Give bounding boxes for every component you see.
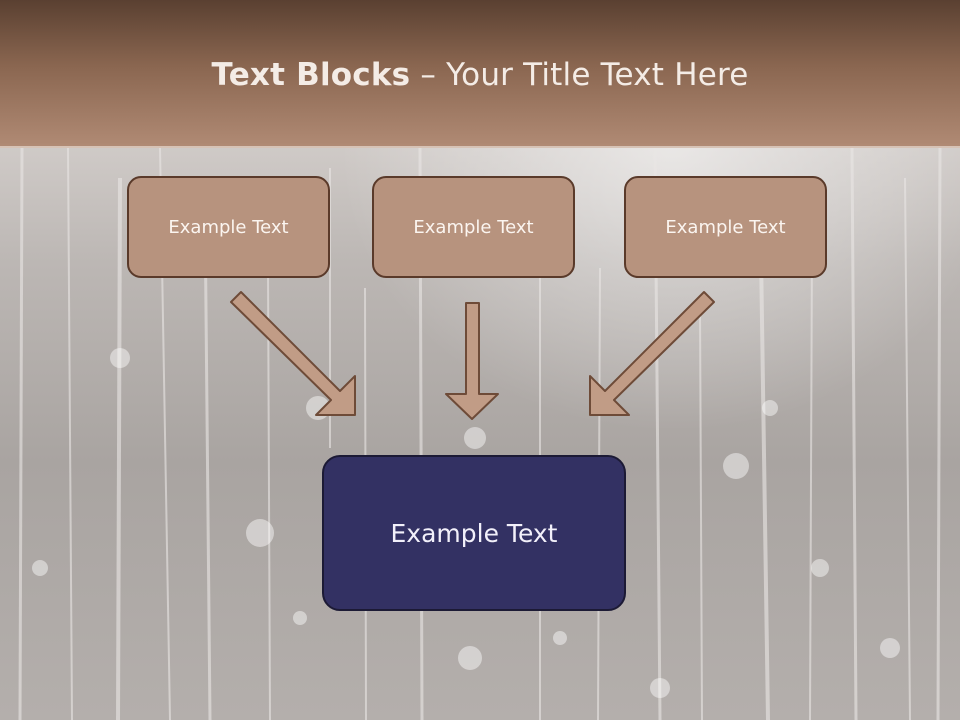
- slide-title: Text Blocks – Your Title Text Here: [0, 55, 960, 95]
- text-block-right[interactable]: Example Text: [624, 176, 827, 278]
- text-block-left[interactable]: Example Text: [127, 176, 330, 278]
- arrow-right-icon: [589, 291, 715, 416]
- title-rest-text: – Your Title Text Here: [410, 57, 749, 93]
- arrow-left-icon: [230, 291, 356, 416]
- text-block-center[interactable]: Example Text: [372, 176, 575, 278]
- title-bar: Text Blocks – Your Title Text Here: [0, 0, 960, 148]
- target-text-block[interactable]: Example Text: [322, 455, 626, 611]
- title-bold-text: Text Blocks: [211, 57, 411, 93]
- arrow-down-icon: [445, 302, 499, 420]
